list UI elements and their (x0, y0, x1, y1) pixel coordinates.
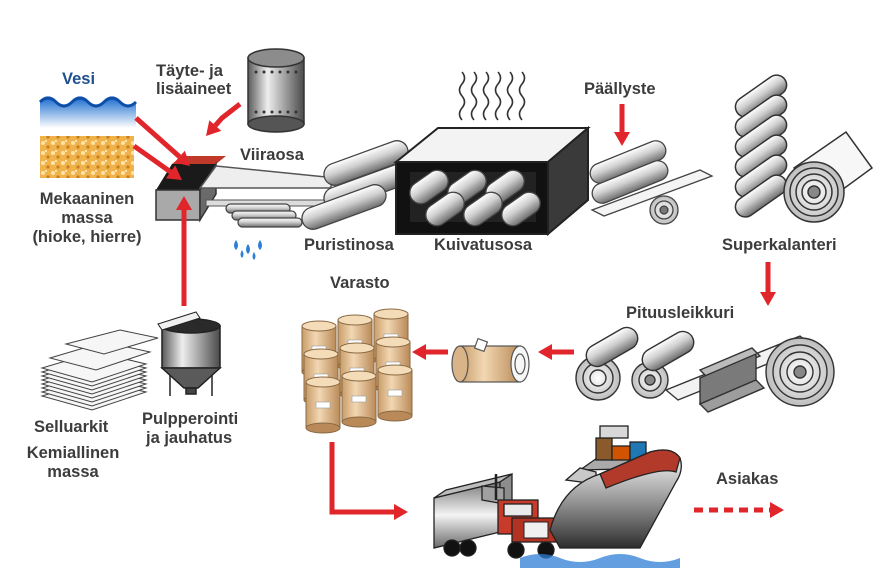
arrow-water (134, 116, 190, 166)
arrow-supercalender-down (760, 262, 776, 306)
label-chemical-pulp-line2: massa (47, 463, 99, 481)
label-coating: Päällyste (584, 80, 656, 98)
ship-illustration (520, 425, 682, 568)
arrow-fillers (206, 102, 242, 136)
label-pulping-line2: ja jauhatus (146, 429, 233, 447)
arrow-roll-to-warehouse (412, 344, 448, 360)
coating-section-illustration (589, 140, 714, 225)
stock-roll-8 (341, 370, 377, 428)
arrow-slitter-to-roll (538, 344, 574, 360)
pulper-illustration (157, 311, 222, 396)
mechanical-pulp-illustration (40, 136, 134, 178)
slitter-illustration (575, 326, 835, 413)
label-warehouse: Varasto (330, 274, 390, 292)
label-chemical-pulp-line1: Kemiallinen (26, 444, 120, 462)
arrow-coating (614, 104, 630, 146)
label-mechanical-pulp-line3: (hioke, hierre) (32, 228, 142, 246)
stock-roll-7 (305, 376, 341, 434)
label-slitter: Pituusleikkuri (626, 304, 735, 322)
truck-illustration (433, 472, 557, 559)
label-fillers-line1: Täyte- ja (156, 62, 223, 80)
wire-section-illustration (198, 165, 341, 260)
label-mechanical-pulp-line2: massa (61, 209, 113, 227)
arrow-to-customer (694, 502, 784, 518)
pulp-sheets-illustration (40, 329, 159, 411)
label-pulp-sheets: Selluarkit (34, 418, 109, 436)
label-press-section: Puristinosa (304, 236, 394, 254)
process-arrows (132, 102, 784, 520)
stock-roll-9 (377, 364, 413, 422)
warehouse-rolls (301, 308, 413, 434)
label-fillers-line2: lisäaineet (156, 80, 232, 98)
arrow-pulper-to-headbox (176, 196, 192, 306)
label-pulping-line1: Pulpperointi (142, 410, 239, 428)
filler-tank-illustration (247, 48, 305, 133)
wrapped-roll-illustration (451, 337, 530, 383)
label-supercalender: Superkalanteri (722, 236, 837, 254)
water-illustration (38, 96, 138, 128)
press-section-illustration (301, 140, 409, 230)
arrow-warehouse-to-transport (329, 442, 408, 520)
drying-section-illustration (393, 71, 591, 237)
arrow-mechanical-pulp (132, 143, 182, 180)
label-mechanical-pulp-line1: Mekaaninen (39, 190, 135, 208)
label-customer: Asiakas (716, 470, 779, 488)
label-drying-section: Kuivatusosa (434, 236, 533, 254)
label-water: Vesi (62, 70, 96, 88)
supercalender-illustration (734, 74, 874, 223)
label-wire-section: Viiraosa (240, 146, 304, 164)
